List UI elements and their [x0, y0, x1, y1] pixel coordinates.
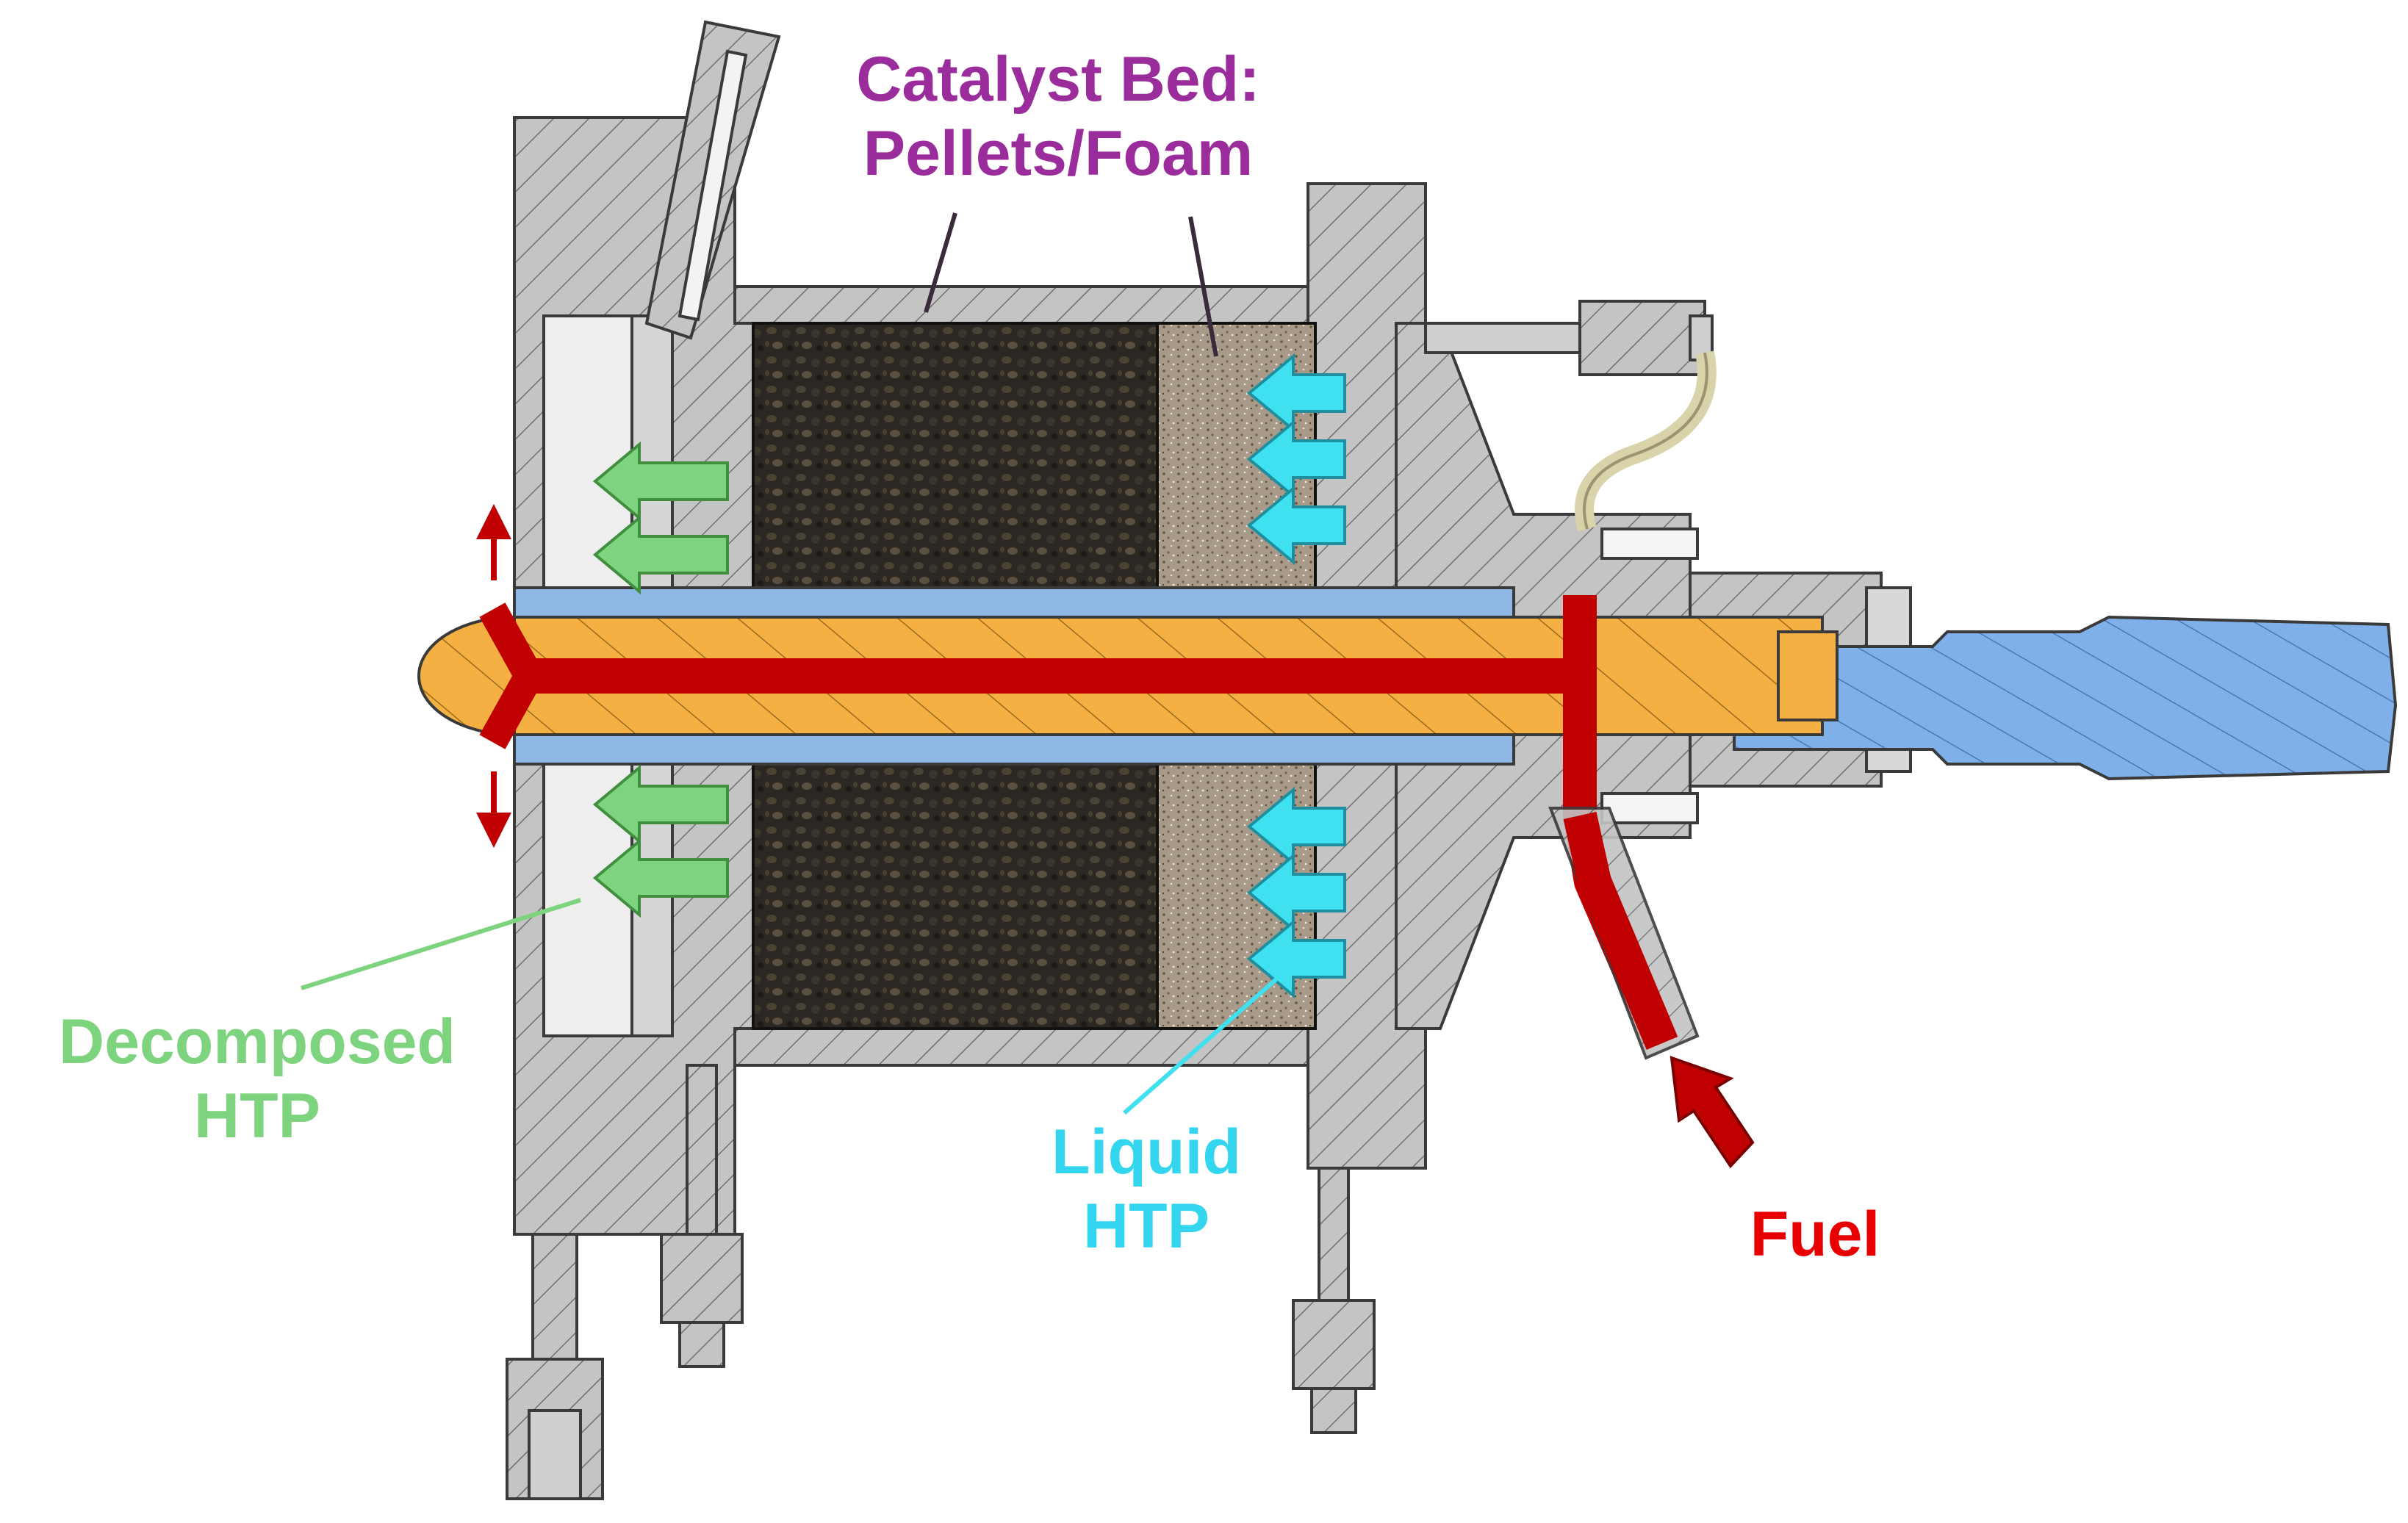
- liquid-flow-arrows: [1246, 353, 1346, 999]
- liquid-label-line1: Liquid: [1052, 1117, 1241, 1187]
- decomposed-leader: [301, 898, 581, 990]
- fuel-label: Fuel: [1705, 1198, 1925, 1272]
- catalyst-bed-label: Catalyst Bed: Pellets/Foam: [779, 43, 1337, 192]
- rear-shaft: [1733, 615, 2398, 781]
- pressure-port: [1424, 300, 1717, 532]
- lower-port-right: [1292, 1167, 1376, 1434]
- fuel-inlet-arrow: [1670, 1056, 1755, 1169]
- liquid-label-line2: HTP: [1083, 1191, 1210, 1262]
- lower-port-middle: [660, 1064, 744, 1368]
- catalyst-pellets-leader: [924, 212, 957, 313]
- fuel-label-text: Fuel: [1750, 1199, 1880, 1270]
- catalyst-label-line2: Pellets/Foam: [863, 118, 1254, 190]
- top-port-tube: [644, 20, 781, 340]
- catalyst-label-line1: Catalyst Bed:: [856, 44, 1260, 115]
- decomposed-flow-arrows: [592, 441, 729, 918]
- liquid-htp-label: Liquid HTP: [1014, 1115, 1279, 1264]
- leader-lines: [301, 212, 1280, 1115]
- decomposed-label-line2: HTP: [194, 1081, 320, 1152]
- decomposed-label-line1: Decomposed: [58, 1007, 456, 1077]
- catalyst-foam-leader: [1188, 216, 1218, 357]
- liquid-leader: [1123, 975, 1280, 1115]
- decomposed-htp-label: Decomposed HTP: [15, 1005, 500, 1154]
- catalyst-pellets: [752, 322, 1159, 1030]
- lower-port-left: [506, 1233, 604, 1500]
- fuel-inlet-fitting: [1548, 807, 1700, 1060]
